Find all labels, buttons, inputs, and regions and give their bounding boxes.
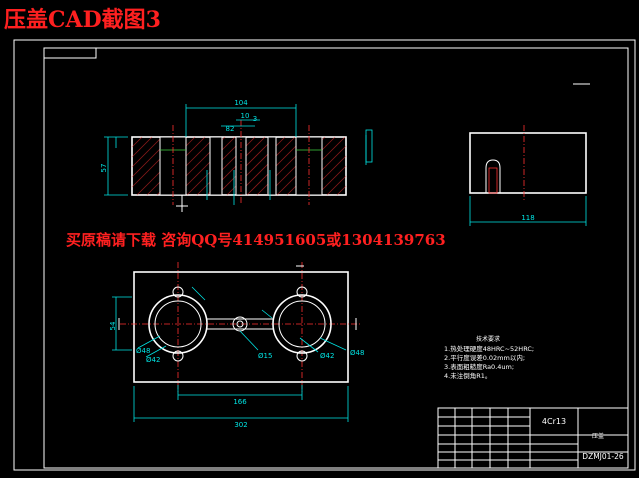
tb-part-name: 压盖 [592,432,604,440]
plan-view: 166 302 54 Ø48 Ø42 Ø15 Ø42 Ø48 [109,262,364,429]
tech-heading: 技术要求 [476,335,500,343]
tech-requirements: 技术要求 1.热处理硬度48HRC~52HRC; 2.平行度误差0.02mm以内… [444,335,534,380]
dim-height: 57 [100,164,108,173]
dim-plan-height: 54 [109,321,117,330]
page-title: 压盖CAD截图3 [4,7,161,33]
dim-top-small-b: 10 [241,112,250,120]
dim-right-width: 118 [521,214,534,222]
outer-frame [13,39,636,471]
corner-label-box [43,47,97,59]
dim-plan-total: 302 [234,421,247,429]
tech-line-2: 2.平行度误差0.02mm以内; [444,353,525,362]
dim-top-small-c: 3 [253,115,257,123]
dim-top-small-a: 82 [226,125,235,133]
dim-dia-48-left: Ø48 [136,347,150,355]
tech-line-3: 3.表面粗糙度Ra0.4um; [444,362,514,371]
dim-top-width: 104 [234,99,248,107]
tech-line-4: 4.未注倒角R1。 [444,371,491,380]
dim-dia-42-right: Ø42 [320,352,334,360]
tb-material: 4Cr13 [542,417,566,426]
dim-dia-42-left: Ø42 [146,356,160,364]
purchase-contact-banner: 买原稿请下载 咨询QQ号414951605或1304139763 [66,231,446,249]
tb-drawing-no: DZMJ01-26 [582,452,624,461]
dim-dia-48-right: Ø48 [350,349,364,357]
dim-dia-15: Ø15 [258,352,272,360]
front-section-view: 104 82 10 3 57 [100,99,373,212]
dim-plan-center: 166 [233,398,247,406]
side-view: 118 [469,83,590,226]
title-block: 4Cr13 压盖 DZMJ01-26 [437,407,629,469]
tech-line-1: 1.热处理硬度48HRC~52HRC; [444,344,534,353]
inner-frame [43,47,629,469]
